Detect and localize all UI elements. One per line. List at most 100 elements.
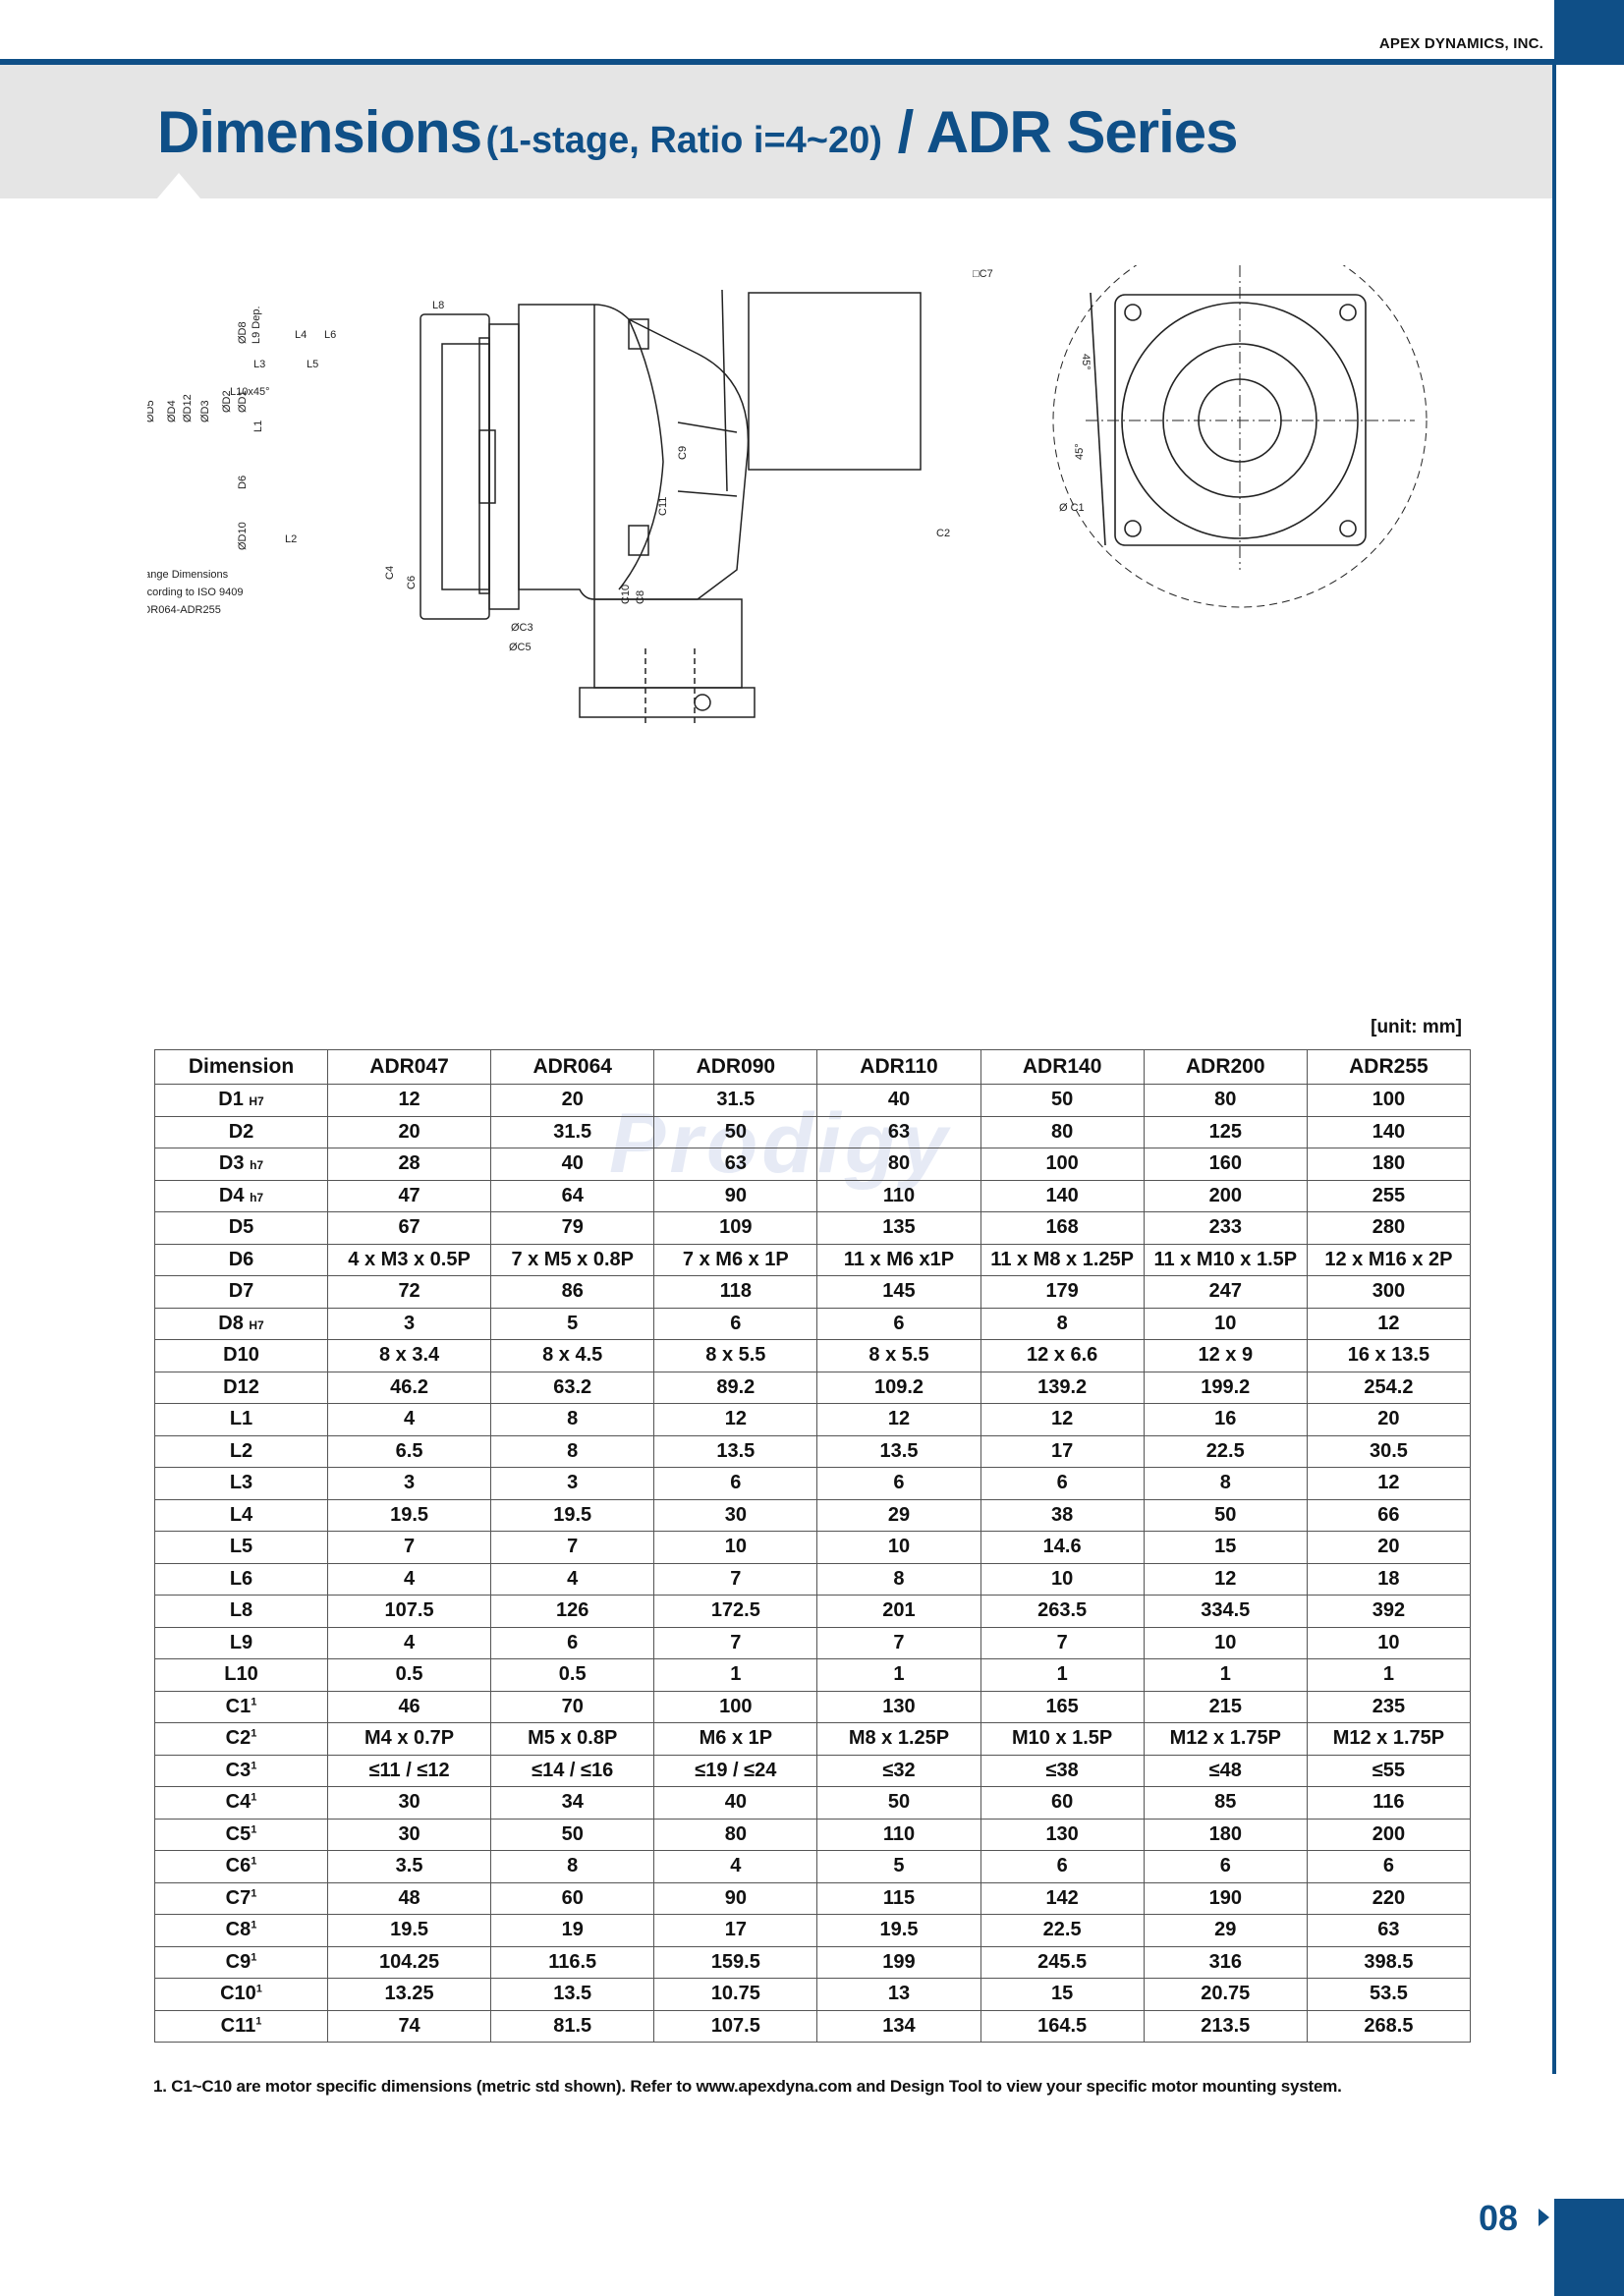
table-cell: 8 x 3.4	[326, 1339, 492, 1372]
table-cell: 247	[1143, 1275, 1308, 1309]
table-cell: 40	[653, 1786, 818, 1820]
table-cell: 12	[1306, 1467, 1472, 1500]
table-cell: 11 x M6 x1P	[816, 1243, 981, 1276]
table-cell: 17	[980, 1434, 1145, 1468]
table-cell: 20	[326, 1115, 492, 1148]
dimension-callout-c2: C2	[936, 528, 950, 539]
table-cell: M12 x 1.75P	[1306, 1722, 1472, 1756]
table-cell: 40	[490, 1148, 655, 1181]
dimension-label: D1	[218, 1089, 244, 1111]
table-cell: M5 x 0.8P	[490, 1722, 655, 1756]
tolerance-subscript: H7	[249, 1317, 264, 1332]
header-adr110: ADR110	[816, 1049, 981, 1085]
table-cell: 46	[326, 1690, 492, 1723]
row-dimension-name: L10	[154, 1658, 328, 1692]
table-cell: 160	[1143, 1148, 1308, 1181]
table-cell: 7	[326, 1531, 492, 1564]
dimension-label: D10	[223, 1344, 259, 1367]
table-cell: 10	[1143, 1626, 1308, 1659]
table-cell: 168	[980, 1211, 1145, 1245]
dimension-label: D2	[228, 1120, 254, 1143]
dimension-label: L2	[229, 1439, 253, 1462]
row-dimension-name: D2	[154, 1115, 328, 1148]
footnote-marker: 1	[251, 1696, 257, 1708]
dimension-label: C8	[225, 1919, 252, 1941]
table-cell: 13.25	[326, 1978, 492, 2011]
footnote-marker: 1	[251, 1791, 257, 1804]
table-cell: 90	[653, 1881, 818, 1915]
table-cell: 79	[490, 1211, 655, 1245]
table-cell: 116.5	[490, 1945, 655, 1979]
table-cell: 10	[653, 1531, 818, 1564]
table-cell: 109.2	[816, 1371, 981, 1404]
dimension-label: C11	[220, 2014, 256, 2037]
table-cell: 10	[1143, 1307, 1308, 1340]
page-title: Dimensions (1-stage, Ratio i=4~20) / ADR…	[157, 98, 1239, 166]
table-cell: 66	[1306, 1498, 1472, 1532]
table-cell: 255	[1306, 1179, 1472, 1212]
table-cell: 7	[490, 1531, 655, 1564]
dimension-label: C2	[225, 1727, 252, 1750]
table-cell: 220	[1306, 1881, 1472, 1915]
table-cell: ≤38	[980, 1754, 1145, 1787]
table-cell: 85	[1143, 1786, 1308, 1820]
dimension-callout-angle45b: 45°	[1074, 443, 1086, 460]
table-cell: 47	[326, 1179, 492, 1212]
table-cell: 180	[1143, 1818, 1308, 1851]
table-cell: 31.5	[653, 1084, 818, 1117]
table-cell: 159.5	[653, 1945, 818, 1979]
title-band	[0, 65, 1552, 198]
table-cell: 10.75	[653, 1978, 818, 2011]
row-dimension-name: D1 H7	[154, 1084, 328, 1117]
table-cell: 10	[816, 1531, 981, 1564]
dimension-callout-d6: D6	[237, 476, 249, 489]
table-cell: 20	[1306, 1403, 1472, 1436]
table-cell: 13.5	[653, 1434, 818, 1468]
row-dimension-name: C81	[154, 1914, 328, 1947]
table-cell: 100	[980, 1148, 1145, 1181]
table-cell: 14.6	[980, 1531, 1145, 1564]
table-cell: 6	[490, 1626, 655, 1659]
table-cell: 48	[326, 1881, 492, 1915]
table-cell: 28	[326, 1148, 492, 1181]
dimension-label: D7	[228, 1280, 254, 1303]
dimension-callout-d1: ØD1	[237, 390, 249, 413]
table-cell: 13.5	[816, 1434, 981, 1468]
table-cell: 398.5	[1306, 1945, 1472, 1979]
table-cell: 107.5	[326, 1595, 492, 1628]
title-main: Dimensions	[157, 99, 482, 165]
table-cell: 63	[816, 1115, 981, 1148]
table-cell: 3	[490, 1467, 655, 1500]
dimension-callout-d4: ØD4	[166, 400, 178, 422]
table-cell: 30	[653, 1498, 818, 1532]
table-cell: 29	[816, 1498, 981, 1532]
table-cell: 334.5	[1143, 1595, 1308, 1628]
table-cell: 6	[653, 1307, 818, 1340]
table-cell: 110	[816, 1818, 981, 1851]
dimension-callout-angle45a: 45°	[1080, 354, 1092, 370]
dimension-callout-l6: L6	[324, 329, 336, 341]
table-cell: 130	[816, 1690, 981, 1723]
dimension-label: D3	[218, 1152, 245, 1175]
dimension-callout-d3: ØD3	[199, 400, 211, 422]
table-cell: 34	[490, 1786, 655, 1820]
table-cell: 80	[653, 1818, 818, 1851]
header-dimension: Dimension	[154, 1049, 328, 1085]
mounting-hole-icon	[1124, 520, 1142, 537]
table-cell: 20	[1306, 1531, 1472, 1564]
header-corner-block	[1554, 0, 1624, 65]
table-cell: 4 x M3 x 0.5P	[326, 1243, 492, 1276]
table-cell: 3.5	[326, 1850, 492, 1883]
table-cell: 115	[816, 1881, 981, 1915]
table-cell: M10 x 1.5P	[980, 1722, 1145, 1756]
table-cell: 10	[980, 1562, 1145, 1596]
table-cell: 4	[490, 1562, 655, 1596]
row-dimension-name: L2	[154, 1434, 328, 1468]
